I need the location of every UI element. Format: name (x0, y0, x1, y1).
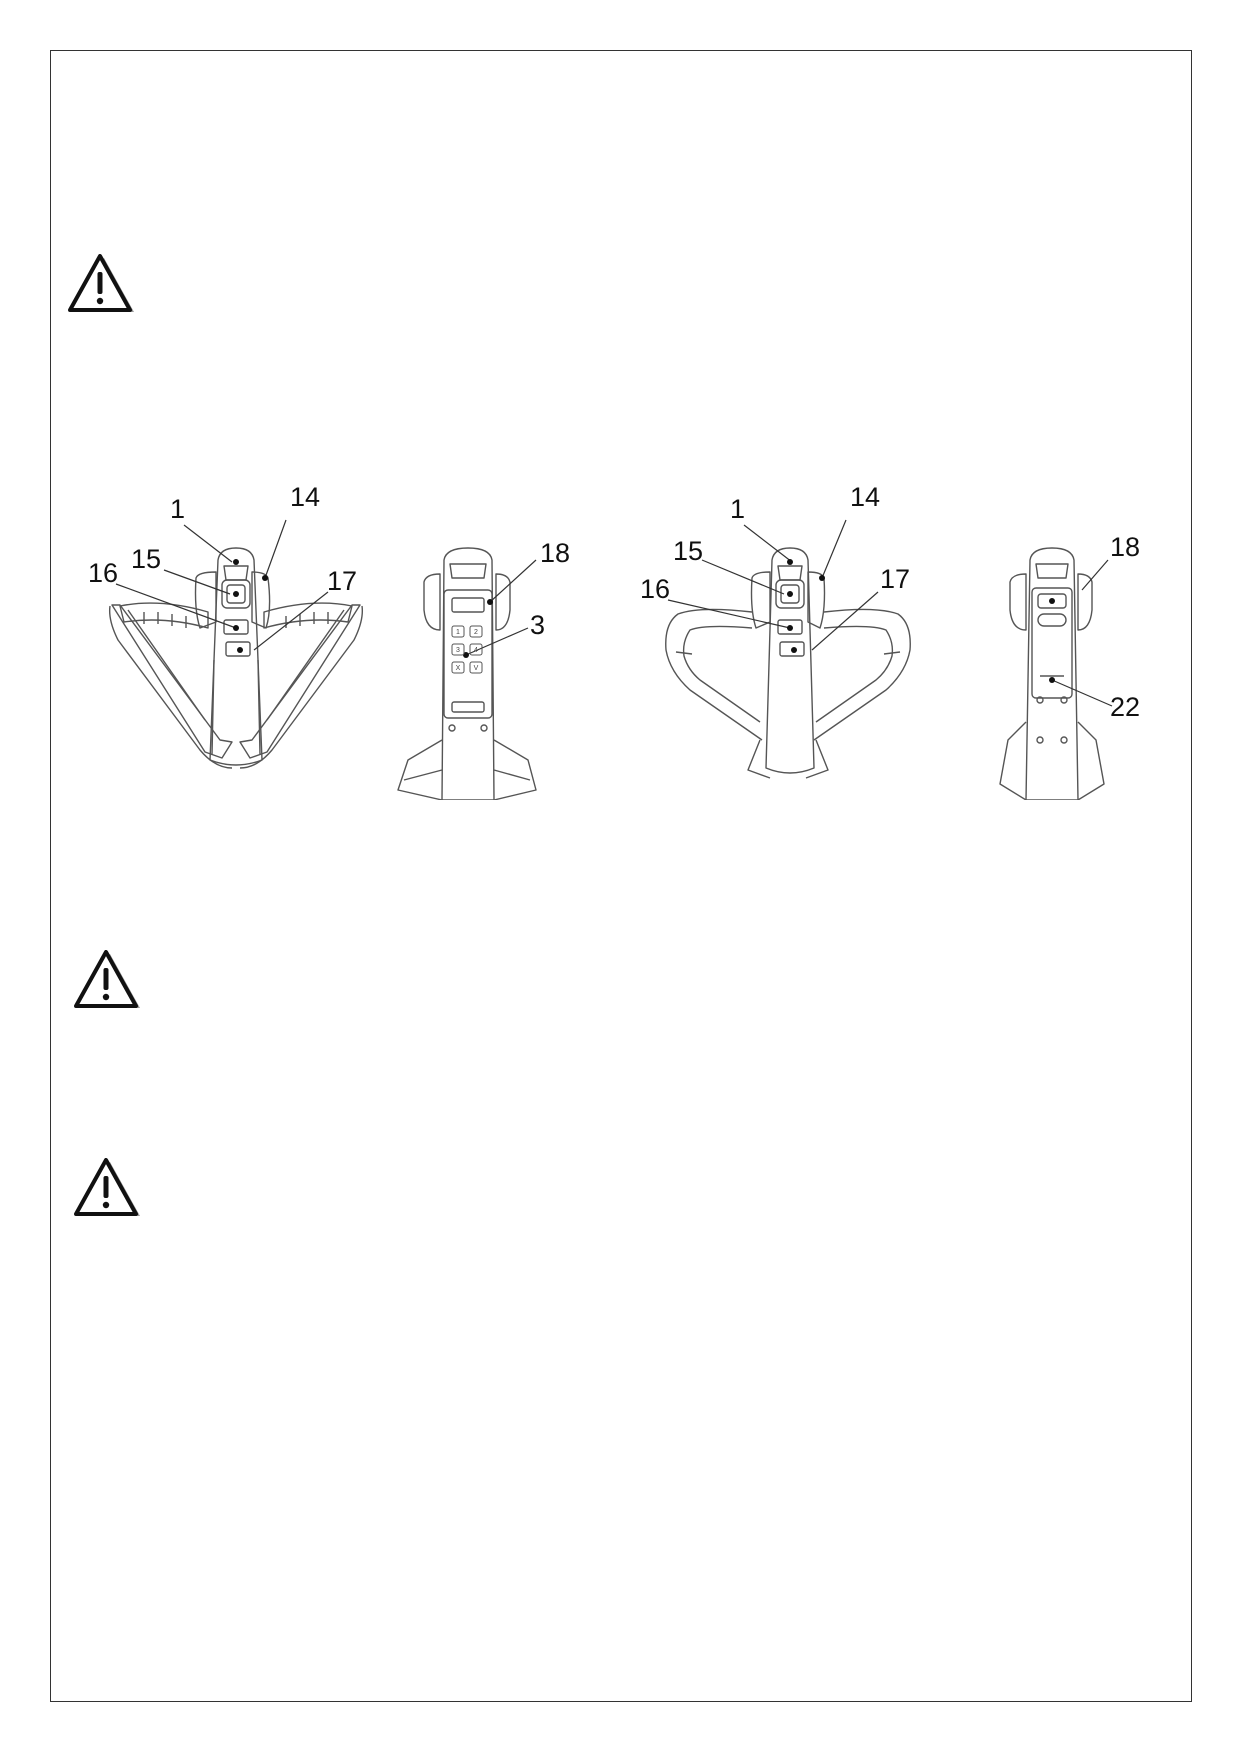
keypad: 1 2 3 4 X V (451, 625, 483, 674)
warning-triangle-icon (68, 254, 134, 312)
tiller-side-view-1 (397, 547, 537, 800)
callout-label: 1 (170, 494, 185, 524)
tiller-side-view-2 (999, 547, 1105, 800)
callout-label: 17 (880, 564, 910, 594)
keypad-key: X (456, 665, 461, 672)
tiller-front-view-1 (108, 547, 364, 769)
keypad-key: 3 (456, 647, 460, 654)
callout-numbers: 1 14 15 16 17 18 3 1 14 15 16 17 18 22 (88, 482, 1140, 722)
callout-label: 16 (640, 574, 670, 604)
keypad-key: V (474, 665, 479, 672)
leader-lines (115, 519, 1113, 707)
callout-label: 3 (530, 610, 545, 640)
keypad-key: 2 (474, 629, 478, 636)
keypad-key: 4 (474, 647, 478, 654)
callout-label: 14 (290, 482, 320, 512)
reference-dots (233, 559, 1055, 683)
callout-label: 14 (850, 482, 880, 512)
callout-label: 15 (131, 544, 161, 574)
tiller-front-view-2 (665, 547, 911, 779)
tiller-head-figure: 1 2 3 4 X V 1 14 15 16 17 18 3 1 14 15 1… (88, 482, 1140, 800)
callout-label: 22 (1110, 692, 1140, 722)
callout-label: 17 (327, 566, 357, 596)
callout-label: 1 (730, 494, 745, 524)
keypad-key: 1 (456, 629, 460, 636)
warning-triangle-icon (74, 950, 140, 1008)
callout-label: 16 (88, 558, 118, 588)
warning-triangle-icon (74, 1158, 140, 1216)
page-border (50, 50, 1192, 1702)
callout-label: 18 (1110, 532, 1140, 562)
callout-label: 18 (540, 538, 570, 568)
callout-label: 15 (673, 536, 703, 566)
